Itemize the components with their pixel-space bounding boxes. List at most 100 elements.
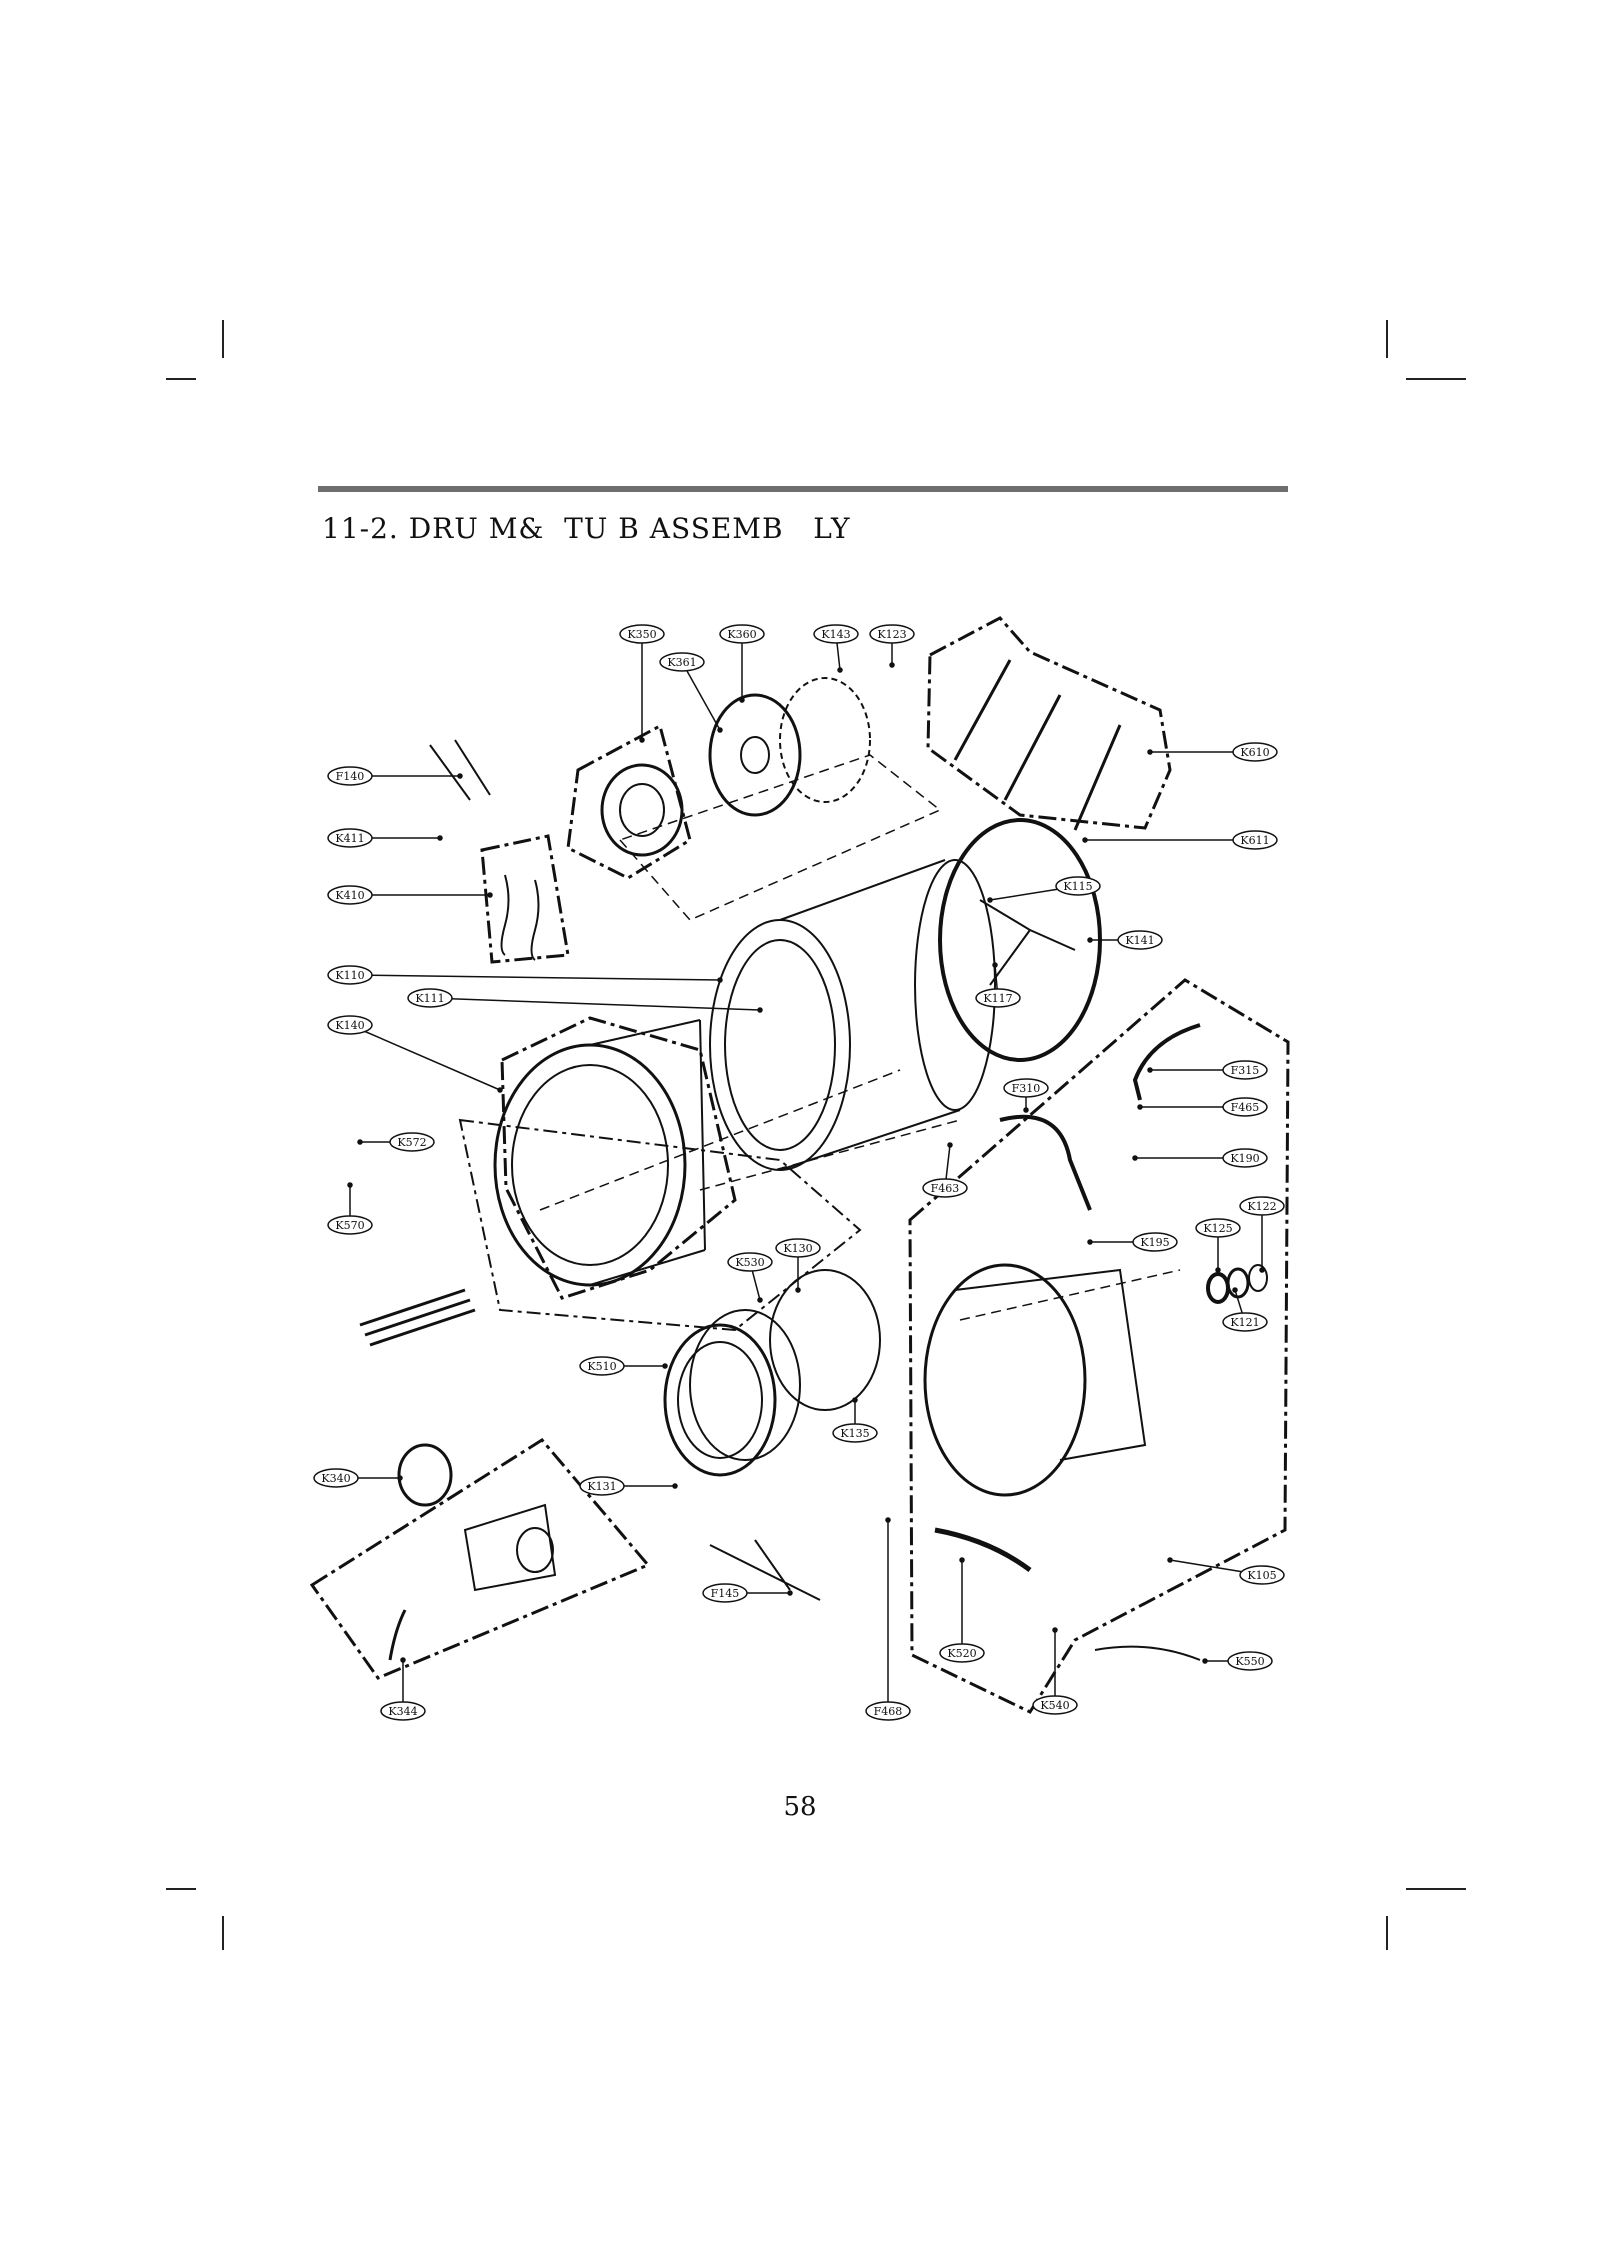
callout-label-k141: K141 [1125, 934, 1154, 947]
spider-and-ring-illustration [938, 818, 1102, 1062]
callout-label-k123: K123 [877, 628, 906, 641]
callout-bubble-f310 [1003, 1078, 1049, 1098]
callout-bubble-k140 [327, 1015, 373, 1035]
callout-label-f140: F140 [336, 770, 365, 783]
callout-label-k115: K115 [1063, 880, 1092, 893]
air-tube-illustration [388, 1609, 407, 1661]
callout-leader-k140 [349, 1024, 501, 1091]
group-outline-pump [309, 1438, 651, 1680]
callout-label-f315: F315 [1231, 1064, 1260, 1077]
callout-label-k572: K572 [397, 1136, 426, 1149]
callout-anchor-k190 [1132, 1155, 1138, 1161]
callout-bubble-k110 [327, 965, 373, 985]
callout-label-k520: K520 [947, 1647, 976, 1660]
damper-illustration [953, 659, 1122, 831]
callout-label-k410: K410 [335, 889, 364, 902]
callout-anchor-k141 [1087, 937, 1093, 943]
group-outline-heater [458, 1118, 862, 1332]
callout-anchor-k121 [1232, 1287, 1238, 1293]
crop-mark-top-left-h [166, 378, 196, 380]
callout-bubble-k111 [407, 988, 453, 1008]
callout-bubble-k190 [1222, 1148, 1268, 1168]
title-rule [318, 486, 1288, 492]
callout-anchor-k110 [717, 977, 723, 983]
callout-anchor-k411 [437, 835, 443, 841]
callout-bubble-k361 [659, 652, 705, 672]
callout-anchor-f468 [885, 1517, 891, 1523]
callout-anchor-k131 [672, 1483, 678, 1489]
callout-anchor-k111 [757, 1007, 763, 1013]
callout-bubble-k360 [719, 624, 765, 644]
bearing-illustration [1206, 1264, 1268, 1304]
callout-label-f465: F465 [1231, 1101, 1260, 1114]
callout-label-k190: K190 [1230, 1152, 1259, 1165]
wire-harness-illustration [429, 739, 821, 1601]
callout-label-k610: K610 [1240, 746, 1269, 759]
callout-bubble-k572 [389, 1132, 435, 1152]
callout-bubble-k123 [869, 624, 915, 644]
callout-label-k361: K361 [667, 656, 696, 669]
group-outline-rear-tub [908, 978, 1290, 1714]
callout-bubble-k143 [813, 624, 859, 644]
callout-bubble-f140 [327, 766, 373, 786]
group-outline-rotor [566, 723, 692, 880]
callout-label-k350: K350 [627, 628, 656, 641]
callout-bubble-k340 [313, 1468, 359, 1488]
callout-bubble-k130 [775, 1238, 821, 1258]
callout-anchor-f463 [947, 1142, 953, 1148]
callout-label-k105: K105 [1247, 1569, 1276, 1582]
callout-anchor-k135 [852, 1397, 858, 1403]
callout-anchor-k344 [400, 1657, 406, 1663]
callout-bubble-k344 [380, 1701, 426, 1721]
callout-label-k340: K340 [321, 1472, 350, 1485]
callout-label-k195: K195 [1140, 1236, 1169, 1249]
callout-label-k540: K540 [1040, 1699, 1069, 1712]
callout-anchor-f140 [457, 773, 463, 779]
heater-illustration [359, 1288, 476, 1347]
callout-anchor-k130 [795, 1287, 801, 1293]
callout-anchor-f465 [1137, 1104, 1143, 1110]
callout-bubble-k410 [327, 885, 373, 905]
callout-bubble-f465 [1222, 1097, 1268, 1117]
callout-anchor-k570 [347, 1182, 353, 1188]
callout-bubble-k131 [579, 1476, 625, 1496]
group-outline-springs [480, 834, 570, 964]
callout-bubble-k350 [619, 624, 665, 644]
callout-anchor-k125 [1215, 1267, 1221, 1273]
callout-label-k140: K140 [335, 1019, 364, 1032]
callout-label-k570: K570 [335, 1219, 364, 1232]
stator-illustration [600, 763, 684, 857]
callout-bubble-f145 [702, 1583, 748, 1603]
callout-anchor-k510 [662, 1363, 668, 1369]
hose-illustration [1132, 1023, 1201, 1101]
callout-anchor-k520 [959, 1557, 965, 1563]
callout-leader-k110 [349, 974, 721, 981]
callout-label-k122: K122 [1247, 1200, 1276, 1213]
callout-bubble-k122 [1239, 1196, 1285, 1216]
callout-bubble-f463 [922, 1178, 968, 1198]
callout-bubble-k125 [1195, 1218, 1241, 1238]
crop-mark-top-left-v [222, 320, 224, 358]
callout-label-f145: F145 [711, 1587, 740, 1600]
drain-hose-illustration [934, 1527, 1032, 1573]
callout-leader-k111 [429, 997, 761, 1011]
callout-label-k135: K135 [840, 1427, 869, 1440]
callout-bubble-k540 [1032, 1695, 1078, 1715]
clamp-ring-illustration [769, 1269, 881, 1411]
callout-label-k611: K611 [1240, 834, 1269, 847]
group-outline-suspension [926, 616, 1172, 830]
bellow-hose-illustration [999, 1114, 1092, 1211]
callout-bubble-k117 [975, 988, 1021, 1008]
callout-anchor-k410 [487, 892, 493, 898]
callout-label-k510: K510 [587, 1360, 616, 1373]
callout-anchor-k550 [1202, 1658, 1208, 1664]
callout-anchor-k572 [357, 1139, 363, 1145]
crop-mark-top-right-v [1386, 320, 1388, 358]
callout-anchor-f145 [787, 1590, 793, 1596]
callout-anchor-k105 [1167, 1557, 1173, 1563]
callout-leader-k361 [681, 661, 721, 731]
callout-bubble-k121 [1222, 1312, 1268, 1332]
callout-bubble-k411 [327, 828, 373, 848]
callout-label-k117: K117 [983, 992, 1012, 1005]
